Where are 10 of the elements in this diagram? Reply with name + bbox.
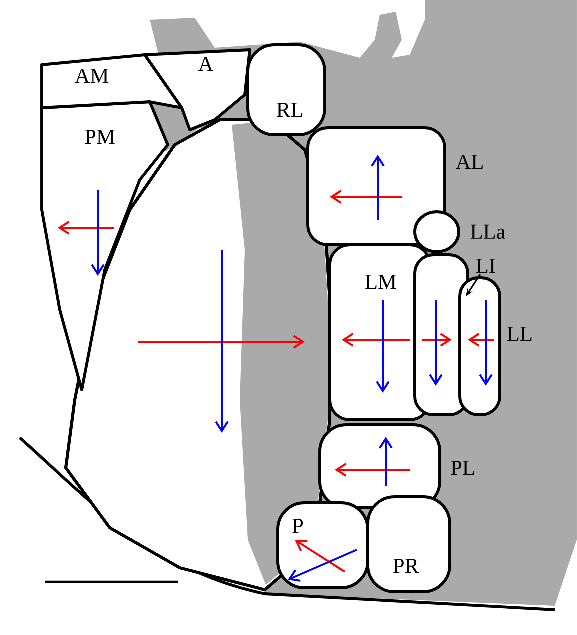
node-label: LL [508, 327, 532, 341]
node-label: PL [451, 461, 474, 475]
cortical-area: LL [458, 276, 532, 416]
cortical-area: PR [366, 496, 452, 594]
cortical-area: AM [40, 54, 184, 110]
cortical-area: RL [246, 44, 326, 136]
area-label: LI [476, 259, 496, 273]
node-label: AL [456, 154, 483, 170]
node-label: LLa [470, 224, 506, 240]
cortical-area: A [144, 48, 252, 132]
